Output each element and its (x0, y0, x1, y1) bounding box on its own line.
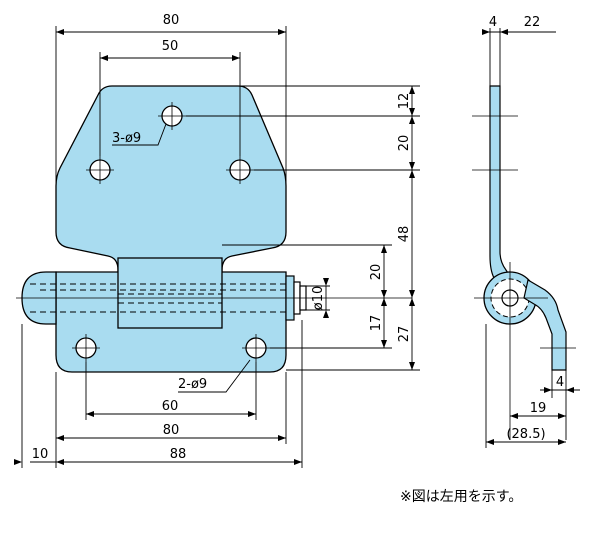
arrowheads (14, 29, 415, 465)
dim-overall-width: 88 (170, 447, 187, 462)
dim-width-22: 22 (524, 15, 541, 30)
dim-pin-dia: ø10 (311, 286, 326, 311)
dim-tab-thickness: 4 (556, 375, 564, 390)
side-center-lines (472, 115, 576, 440)
dim-20-lower: 20 (369, 264, 384, 281)
center-knuckle (117, 257, 223, 329)
dim-overall-ref: (28.5) (506, 427, 545, 442)
side-dimension-lines (484, 28, 580, 448)
center-lines (16, 102, 330, 362)
label-top-holes: 3-ø9 (112, 131, 141, 146)
front-view (14, 26, 420, 468)
side-bracket (523, 279, 567, 371)
dim-20-upper: 20 (397, 135, 412, 152)
dimension-lines (21, 26, 420, 468)
dim-12: 12 (397, 93, 412, 110)
dim-width-top: 80 (163, 13, 180, 28)
drawing-note: ※図は左用を示す。 (400, 489, 523, 505)
label-bottom-holes: 2-ø9 (178, 377, 207, 392)
side-view (472, 28, 580, 448)
dim-27: 27 (397, 326, 412, 343)
dim-hole-spacing-bottom: 60 (162, 399, 179, 414)
dim-48: 48 (397, 226, 412, 243)
side-arrowheads (482, 29, 574, 445)
dim-width-bottom: 80 (163, 423, 180, 438)
dim-hole-spacing-top: 50 (162, 39, 179, 54)
dim-19: 19 (530, 401, 547, 416)
pin-hidden-lines (30, 283, 286, 313)
dim-10: 10 (32, 447, 49, 462)
dim-thickness: 4 (489, 15, 497, 30)
dim-17: 17 (369, 315, 384, 332)
